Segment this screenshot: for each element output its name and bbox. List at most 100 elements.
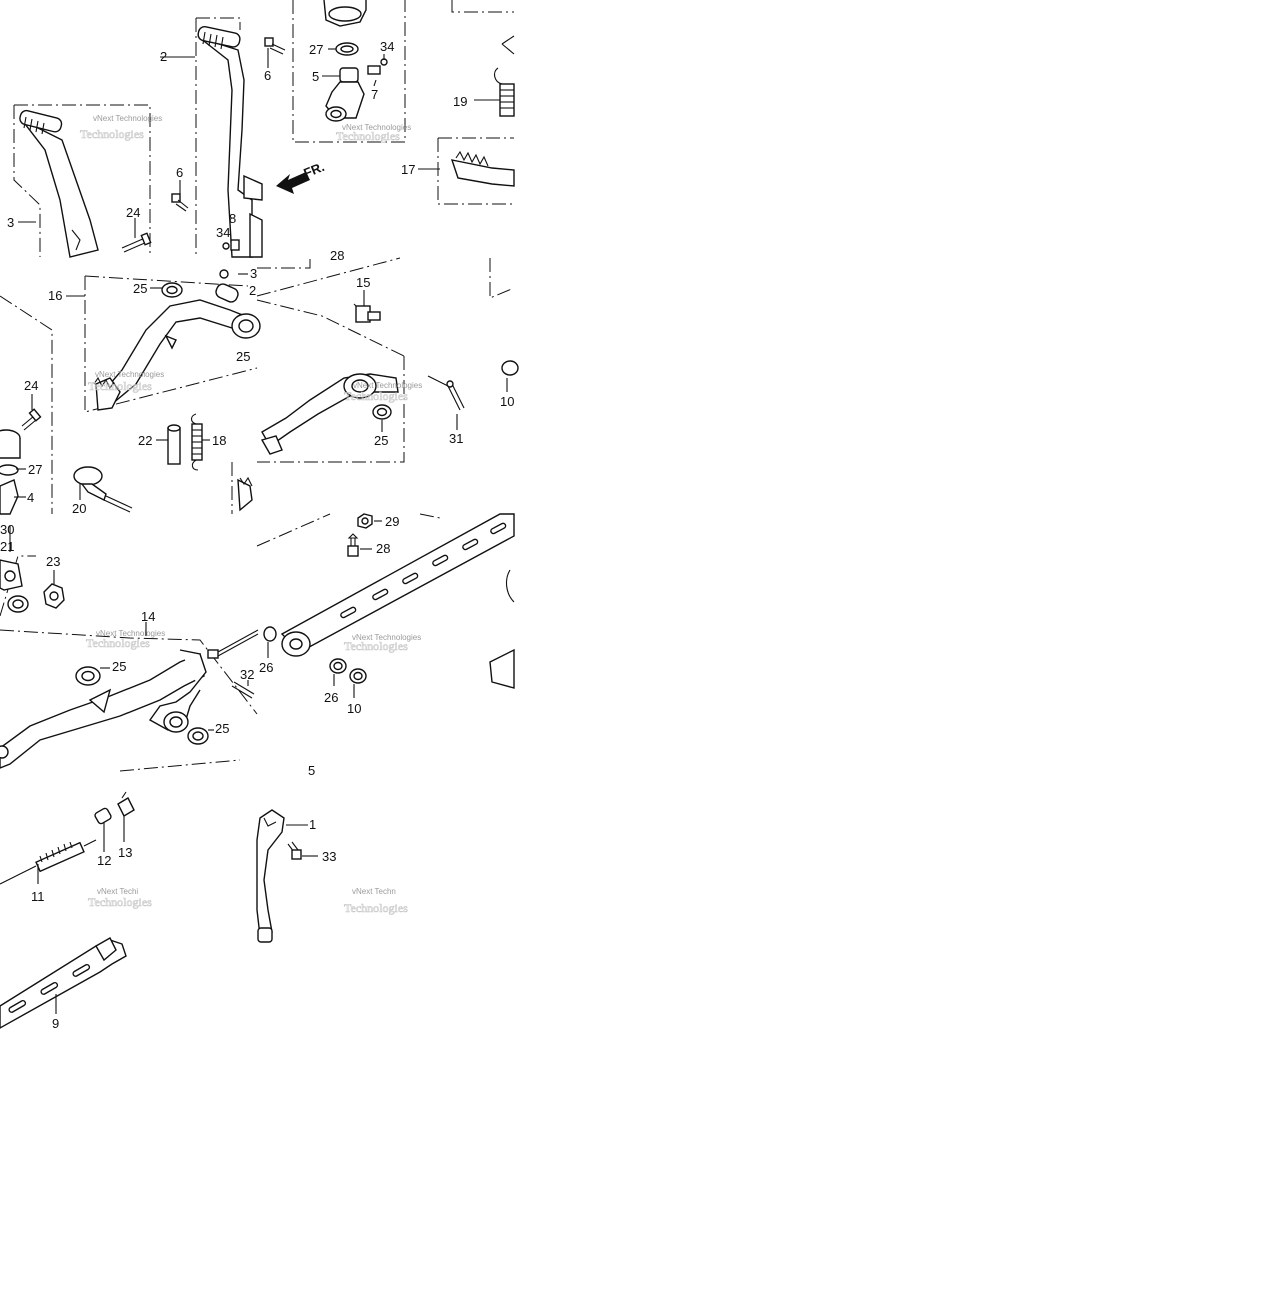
callout-25-a: 25 xyxy=(133,281,147,296)
watermark: vNext Technologies xyxy=(352,633,421,642)
bolt-6-lower xyxy=(171,193,189,212)
cap-4 xyxy=(0,429,21,459)
tile-pedal-arm: 15 25 31 10 vNext Technologies Technolog… xyxy=(231,257,519,514)
callout-6-lower: 6 xyxy=(176,165,183,180)
kick-lever-3 xyxy=(19,109,99,258)
spring-18 xyxy=(190,413,203,471)
callout-34-lower: 34 xyxy=(216,225,230,240)
washer-26-a xyxy=(263,626,277,642)
cutoff-2: 2 xyxy=(249,283,256,298)
cutoff-30: 30 xyxy=(0,522,14,537)
callout-33: 33 xyxy=(322,849,336,864)
watermark-outline: Technologies xyxy=(344,389,408,403)
callout-26-a: 26 xyxy=(259,660,273,675)
small-ball-34 xyxy=(222,242,230,250)
watermark: vNext Technologies xyxy=(353,381,422,390)
watermark-outline: Technologies xyxy=(88,895,152,909)
callout-8: 8 xyxy=(229,211,236,226)
callout-32: 32 xyxy=(240,667,254,682)
direction-label: FR. xyxy=(301,159,326,181)
washer-27-lower xyxy=(0,464,19,476)
tile-shift-lever: 16 25 24 27 4 22 18 20 25 3 2 vNext Tech… xyxy=(0,266,261,516)
callout-17: 17 xyxy=(401,162,415,177)
footpeg-17 xyxy=(450,150,515,187)
callout-14: 14 xyxy=(141,609,155,624)
callout-7: 7 xyxy=(371,87,378,102)
bolt-6-upper xyxy=(264,37,286,55)
callout-4: 4 xyxy=(27,490,34,505)
watermark-outline: Technologies xyxy=(336,129,400,143)
cutoff-21: 21 xyxy=(0,539,14,554)
callout-25-d: 25 xyxy=(112,659,126,674)
tile-brake-cable: 11 12 13 9 vNext Techi Technologies xyxy=(0,791,152,1031)
watermark: vNext Technologies xyxy=(95,370,164,379)
spindle-5 xyxy=(325,67,365,122)
callout-25-c: 25 xyxy=(374,433,388,448)
callout-28: 28 xyxy=(376,541,390,556)
cotter-pin-32 xyxy=(231,681,255,699)
brake-pedal-14 xyxy=(0,649,207,769)
watermark-outline: Technologies xyxy=(344,901,408,915)
callout-11: 11 xyxy=(31,889,45,904)
callout-24-upper: 24 xyxy=(126,205,140,220)
pedal-arm xyxy=(260,373,399,455)
callout-13: 13 xyxy=(118,845,132,860)
nut-3 xyxy=(219,269,229,279)
tile-kick-lever: 2 3 6 6 24 8 34 vNext Technologies Techn… xyxy=(7,17,286,258)
bolt-28 xyxy=(347,533,359,557)
callout-10: 10 xyxy=(347,701,361,716)
pivot-block-21 xyxy=(0,559,23,591)
callout-25-b: 25 xyxy=(236,349,250,364)
callout-23: 23 xyxy=(46,554,60,569)
clip-15 xyxy=(353,303,381,323)
tile-kick-shaft: FR. 27 5 34 7 19 17 28 vNext Technologie… xyxy=(243,0,515,269)
nut-29 xyxy=(357,513,373,529)
cutoff-5: 5 xyxy=(308,763,315,778)
spring-8 xyxy=(230,239,240,251)
callout-29: 29 xyxy=(385,514,399,529)
nut-10-edge xyxy=(501,360,519,376)
callout-2: 2 xyxy=(160,49,167,64)
callout-19: 19 xyxy=(453,94,467,109)
callout-24-lower: 24 xyxy=(24,378,38,393)
bolt-24-upper xyxy=(121,232,152,253)
spring-7 xyxy=(367,65,381,75)
nut-23 xyxy=(43,583,65,609)
pin-20 xyxy=(73,466,133,513)
rod-bolt xyxy=(207,629,259,659)
bolt-33 xyxy=(287,841,302,860)
tile-brake-arm: 1 33 vNext Techn Technologies xyxy=(256,809,408,943)
cable-11 xyxy=(0,839,97,885)
callout-18: 18 xyxy=(212,433,226,448)
spring-19 xyxy=(493,67,515,117)
callout-31: 31 xyxy=(449,431,463,446)
watermark: vNext Technologies xyxy=(342,123,411,132)
cutoff-28: 28 xyxy=(330,248,344,263)
tile-brake-rod: 29 28 26 26 10 5 vNext Technologies Tech… xyxy=(256,513,515,778)
watermark-outline: Technologies xyxy=(88,379,152,393)
callout-34-upper: 34 xyxy=(380,39,394,54)
watermark-outline: Technologies xyxy=(80,127,144,141)
brake-arm-1 xyxy=(256,809,285,943)
kick-boss-upper xyxy=(323,0,367,27)
shift-lever-16 xyxy=(93,299,261,411)
collar-22 xyxy=(167,424,181,465)
callout-5: 5 xyxy=(312,69,319,84)
watermark: vNext Techi xyxy=(97,887,138,896)
callout-27-lower: 27 xyxy=(28,462,42,477)
callout-22: 22 xyxy=(138,433,152,448)
callout-10-edge: 10 xyxy=(500,394,514,409)
direction-arrow: FR. xyxy=(276,159,326,194)
callout-26-b: 26 xyxy=(324,690,338,705)
cutoff-3: 3 xyxy=(250,266,257,281)
callout-27-upper: 27 xyxy=(309,42,323,57)
callout-12: 12 xyxy=(97,853,111,868)
bolt-24-lower xyxy=(21,408,42,431)
kick-lever-2 xyxy=(197,25,253,258)
joint-12 xyxy=(94,807,112,825)
cotter-pin-31 xyxy=(446,380,465,411)
tile-brake-pedal: 30 21 23 14 25 25 32 vNext Technologies … xyxy=(0,522,259,772)
clip-13 xyxy=(117,791,135,817)
rod-9 xyxy=(0,937,127,1029)
